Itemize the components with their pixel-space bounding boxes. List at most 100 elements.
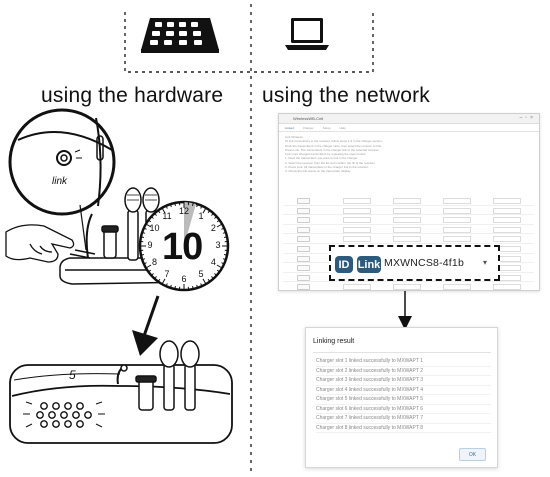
zoom-connector bbox=[79, 204, 87, 251]
grid-row[interactable] bbox=[283, 206, 534, 216]
led-dot bbox=[40, 420, 48, 428]
hand-drawing bbox=[5, 224, 75, 263]
device-chip[interactable] bbox=[297, 217, 310, 224]
device-chip[interactable] bbox=[297, 245, 310, 252]
clock-tick bbox=[211, 212, 214, 216]
device-chip[interactable] bbox=[297, 207, 310, 214]
slot-led-dots bbox=[36, 402, 92, 428]
device-chip[interactable] bbox=[297, 236, 310, 243]
instruction-line: 1. Dock the transmitters you want to lin… bbox=[285, 156, 359, 161]
grid-field[interactable] bbox=[343, 226, 371, 233]
mics-bottom bbox=[116, 340, 200, 411]
instruction-line: 3. Press Link. All transmitters in the c… bbox=[285, 165, 369, 170]
tab-help[interactable]: Help bbox=[339, 125, 346, 130]
clock-label: 1 bbox=[198, 210, 204, 221]
grid-field[interactable] bbox=[493, 284, 521, 290]
device-chip[interactable] bbox=[297, 274, 310, 281]
grid-field[interactable] bbox=[443, 226, 471, 233]
window-title: WirelessWB-Cntl bbox=[293, 116, 324, 121]
led-dot bbox=[64, 402, 72, 410]
grid-field[interactable] bbox=[443, 217, 471, 224]
heading-hardware: using the hardware bbox=[41, 84, 224, 107]
grid-field[interactable] bbox=[393, 226, 421, 233]
clock-label: 2 bbox=[210, 223, 216, 233]
clock-tick bbox=[200, 283, 203, 287]
grid-field[interactable] bbox=[393, 198, 421, 204]
device-chip[interactable] bbox=[297, 284, 310, 290]
grid-field[interactable] bbox=[443, 236, 471, 243]
tab-setup[interactable]: Setup bbox=[322, 125, 331, 130]
clock-tick bbox=[211, 276, 214, 280]
grid-row[interactable] bbox=[283, 215, 534, 225]
clock-tick bbox=[216, 219, 220, 223]
tab-charger[interactable]: Charger bbox=[302, 125, 314, 130]
clock-tick bbox=[143, 262, 147, 265]
result-line: Charger slot 2 linked successfully to MX… bbox=[316, 367, 491, 376]
clock-tick bbox=[161, 207, 166, 214]
id-button[interactable]: ID bbox=[335, 256, 353, 273]
ok-button[interactable]: OK bbox=[459, 448, 486, 461]
grid-field[interactable] bbox=[343, 236, 371, 243]
grid-field[interactable] bbox=[393, 236, 421, 243]
clock-tick bbox=[148, 219, 152, 223]
clock-tick bbox=[141, 231, 146, 234]
clock-tick bbox=[165, 283, 168, 287]
grid-field[interactable] bbox=[443, 198, 471, 204]
clock-tick bbox=[207, 278, 211, 282]
grid-row[interactable] bbox=[283, 225, 534, 235]
down-arrow bbox=[132, 295, 160, 356]
clock-tick bbox=[140, 236, 144, 238]
clock-label: 7 bbox=[164, 269, 170, 280]
grid-field[interactable] bbox=[493, 217, 521, 224]
clock-tick bbox=[224, 236, 228, 238]
tab-linked[interactable]: Linked bbox=[285, 125, 294, 130]
grid-field[interactable] bbox=[493, 207, 521, 214]
grid-field[interactable] bbox=[443, 284, 471, 290]
grid-field[interactable] bbox=[493, 198, 521, 204]
clock-tick bbox=[150, 273, 154, 276]
grid-field[interactable] bbox=[343, 198, 371, 204]
clock-tick bbox=[202, 278, 207, 285]
device-select[interactable]: MXWNCS8-4f1b bbox=[384, 257, 465, 269]
instruction-line: 2. Select the receiver from the list and… bbox=[285, 160, 376, 165]
device-chip[interactable] bbox=[297, 198, 310, 204]
grid-row[interactable] bbox=[283, 234, 534, 244]
grid-field[interactable] bbox=[393, 207, 421, 214]
clock-tick bbox=[214, 273, 218, 276]
grid-field[interactable] bbox=[393, 284, 421, 290]
grid-field[interactable] bbox=[343, 207, 371, 214]
grid-field[interactable] bbox=[343, 284, 371, 290]
clock-tick bbox=[140, 254, 144, 256]
clock-tick bbox=[216, 269, 220, 273]
clock-tick bbox=[143, 227, 147, 230]
grid-field[interactable] bbox=[393, 217, 421, 224]
grid-row[interactable] bbox=[283, 282, 534, 290]
device-chip[interactable] bbox=[297, 265, 310, 272]
clock-tick bbox=[216, 264, 223, 269]
instruction-line: Link more charged transmitters by repeat… bbox=[285, 152, 367, 157]
grid-row[interactable] bbox=[283, 196, 534, 206]
clock-tick bbox=[202, 207, 207, 214]
device-chip[interactable] bbox=[297, 226, 310, 233]
window-controls[interactable]: –▫× bbox=[519, 115, 536, 121]
grid-field[interactable] bbox=[493, 226, 521, 233]
grid-field[interactable] bbox=[343, 217, 371, 224]
clock-tick bbox=[221, 262, 225, 265]
clock-tick bbox=[174, 286, 176, 290]
grid-field[interactable] bbox=[443, 207, 471, 214]
clock-tick bbox=[165, 205, 168, 209]
clock-tick bbox=[150, 216, 154, 219]
chevron-down-icon[interactable]: ▾ bbox=[483, 258, 488, 267]
clock-tick bbox=[207, 210, 211, 214]
clock-tick bbox=[141, 258, 146, 261]
clock-tick bbox=[157, 210, 161, 214]
countdown-number: 10 bbox=[162, 226, 203, 268]
led-dot bbox=[52, 420, 60, 428]
clock-tick bbox=[196, 203, 199, 208]
link-button[interactable]: Link bbox=[357, 256, 381, 273]
grid-field[interactable] bbox=[493, 236, 521, 243]
device-chip[interactable] bbox=[297, 255, 310, 262]
clock-tick bbox=[145, 264, 152, 269]
dialog-divider bbox=[313, 352, 491, 353]
